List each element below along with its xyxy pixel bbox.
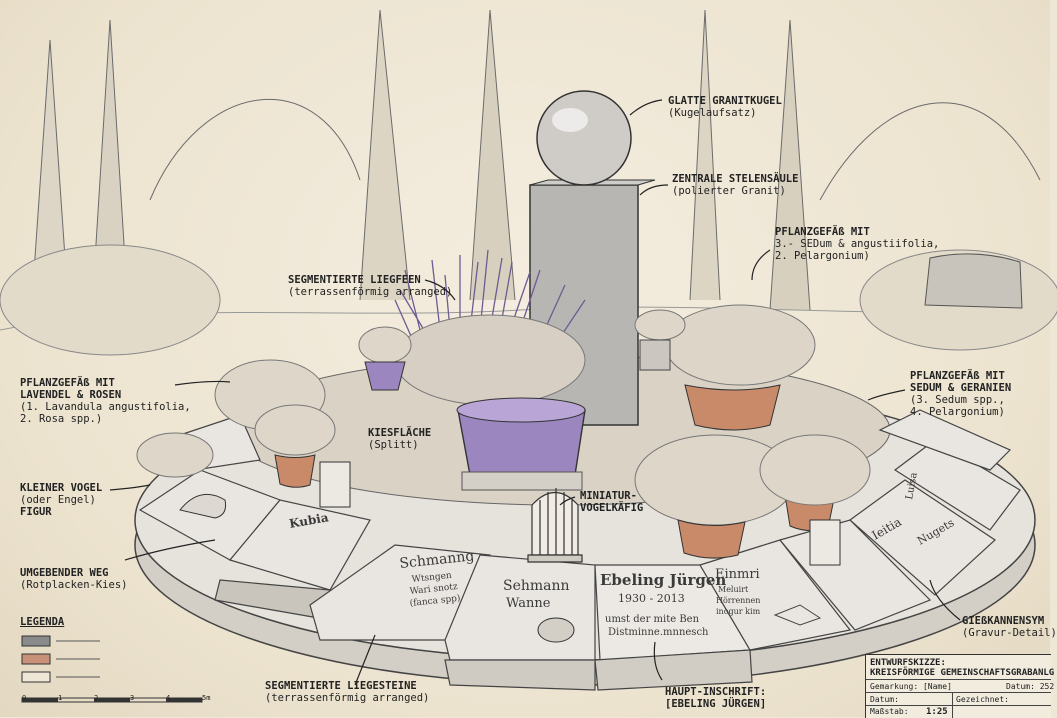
titleblock-massstab-label: Maßstab: <box>870 707 909 716</box>
stone-kubia: Kubia <box>288 510 330 531</box>
leader-arrows <box>109 99 961 686</box>
watering-can-engraving <box>773 604 822 626</box>
label-kiesflaeche: KIESFLÄCHE(Splitt) <box>368 427 432 451</box>
background-trees <box>0 9 1051 341</box>
label-granitkugel: GLATTE GRANITKUGEL(Kugelaufsatz) <box>668 95 782 119</box>
stone-schmann-l4: (fanca spp) <box>409 593 461 609</box>
stone-einmri: Einmri <box>715 567 760 582</box>
titleblock-line2: KREISFÖRMIGE GEMEINSCHAFTSGRABANLG <box>870 668 1055 678</box>
shrub-left <box>0 244 221 356</box>
label-vogel: KLEINER VOGEL(oder Engel)FIGUR <box>20 482 103 518</box>
legend-title: LEGENDA <box>20 616 65 628</box>
lantern-right <box>809 519 841 566</box>
scale-tick-2: 2 <box>94 694 99 702</box>
stone-luisa: Luisa <box>904 472 920 501</box>
titleblock-line1: ENTWURFSKIZZE: <box>870 658 946 668</box>
scale-tick-3: 3 <box>130 694 135 702</box>
bird-cage <box>527 488 583 563</box>
main-stone-text1: umst der mite Ben <box>605 614 700 625</box>
scale-tick-5: 5m <box>202 694 211 702</box>
titleblock-datum-value: Datum: 252 <box>1006 682 1055 691</box>
stone-schmann: Schmanng <box>399 548 475 572</box>
scale-tick-4: 4 <box>166 694 171 702</box>
lavender-plant <box>394 249 586 346</box>
main-stone-name: Ebeling Jürgen <box>600 571 726 589</box>
legend-swatch-terracotta <box>21 653 51 665</box>
granite-sphere <box>536 90 632 186</box>
legend-swatches <box>21 635 203 703</box>
scale-tick-1: 1 <box>58 694 63 702</box>
legend-swatch-stone <box>21 635 51 647</box>
main-stone-text2: Distminne.mnnesch <box>608 627 709 638</box>
stone-schmann-l2: Wtsngen <box>411 571 452 585</box>
bird-figure <box>179 493 226 519</box>
stone-sehmann: Sehmann <box>503 578 570 594</box>
titleblock-gezeichnet: Gezeichnet: <box>956 695 1009 704</box>
stone-einmri-l4: inogur kim <box>716 607 761 616</box>
scale-tick-0: 0 <box>22 694 27 702</box>
lantern-left <box>319 461 351 508</box>
titleblock-massstab-value: 1:25 <box>926 707 948 717</box>
terracotta-pot-front <box>677 519 746 559</box>
label-hauptinschrift: HAUPT-INSCHRIFT:[EBELING JÜRGEN] <box>665 686 767 710</box>
titleblock-datum-label: Datum: <box>870 695 899 704</box>
title-block: ENTWURFSKIZZE: KREISFÖRMIGE GEMEINSCHAFT… <box>865 654 1055 718</box>
titleblock-gemarkung: Gemarkung: [Name] <box>870 682 952 691</box>
label-stelensaeule: ZENTRALE STELENSÄULE(polierter Granit) <box>672 173 799 197</box>
terracotta-pot-right <box>684 384 781 431</box>
legend-swatch-gravel <box>21 671 51 683</box>
main-stone-years: 1930 - 2013 <box>618 592 685 605</box>
distant-headstone <box>924 253 1023 309</box>
stone-einmri-l2: Meluirt <box>718 585 749 594</box>
label-liegfeen: SEGMENTIERTE LIEGFEEN(terrassenförmig ar… <box>288 274 453 298</box>
label-vogelkaefig: MINIATUR-VOGELKÄFIG <box>580 490 644 514</box>
legend: LEGENDA 0 1 2 3 4 5m <box>20 616 210 706</box>
label-giesskanne: GIEßKANNENSYM(Gravur-Detail) <box>962 615 1057 639</box>
label-weg: UMGEBENDER WEG(Rotplacken-Kies) <box>20 567 128 591</box>
label-liegesteine: SEGMENTIERTE LIEGESTEINE(terrassenförmig… <box>265 680 430 704</box>
stone-einmri-l3: Hörrennen <box>716 596 760 605</box>
stone-sehmann-l2: Wanne <box>506 596 551 611</box>
